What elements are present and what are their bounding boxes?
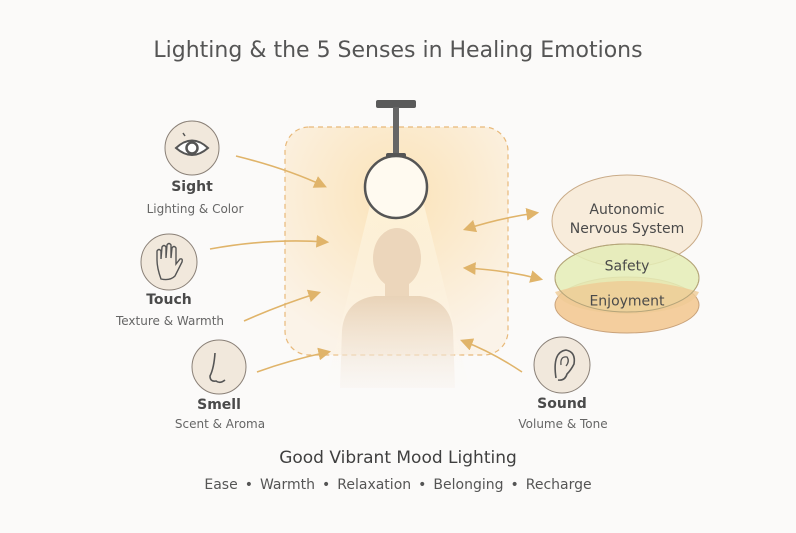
tag: Recharge xyxy=(525,477,592,493)
tag: Belonging xyxy=(433,477,504,493)
tag: Relaxation xyxy=(337,477,412,493)
eye-icon xyxy=(164,120,220,176)
pendant-lamp-icon xyxy=(363,100,429,220)
sense-name-sound: Sound xyxy=(537,396,587,412)
arrow-sight xyxy=(235,155,327,188)
sense-sub-touch: Texture & Warmth xyxy=(115,314,225,328)
enjoyment-label: Enjoyment xyxy=(589,293,665,310)
nose-icon xyxy=(191,339,247,395)
arrow-smell-2 xyxy=(256,347,332,373)
sense-name-touch: Touch xyxy=(146,292,192,308)
tag: Warmth xyxy=(259,477,315,493)
arrow-touch xyxy=(209,234,330,250)
arrow-safety xyxy=(462,262,544,283)
safety-label: Safety xyxy=(604,258,650,275)
separator: • xyxy=(510,477,519,493)
separator: • xyxy=(418,477,427,493)
arrow-ans xyxy=(462,207,540,233)
sense-sub-sight: Lighting & Color xyxy=(146,202,244,216)
arrow-sound xyxy=(460,338,523,373)
ear-icon xyxy=(533,336,591,394)
tag: Ease xyxy=(204,477,238,493)
hand-icon xyxy=(140,233,198,291)
ans-label-line2: Nervous System xyxy=(569,221,685,237)
diagram-title: Lighting & the 5 Senses in Healing Emoti… xyxy=(153,38,643,63)
footer-heading: Good Vibrant Mood Lighting xyxy=(279,448,517,468)
sense-sub-sound: Volume & Tone xyxy=(518,417,608,431)
sense-sub-smell: Scent & Aroma xyxy=(174,417,266,431)
footer-tags: Ease • Warmth • Relaxation • Belonging • Recharg… xyxy=(0,477,796,493)
arrow-smell xyxy=(243,289,322,322)
sense-name-sight: Sight xyxy=(171,179,213,195)
person-silhouette xyxy=(340,228,455,388)
sense-name-smell: Smell xyxy=(197,397,241,413)
ans-label-line1: Autonomic xyxy=(589,202,665,218)
separator: • xyxy=(244,477,253,493)
ans-label: Autonomic Nervous System xyxy=(570,201,685,239)
separator: • xyxy=(322,477,331,493)
